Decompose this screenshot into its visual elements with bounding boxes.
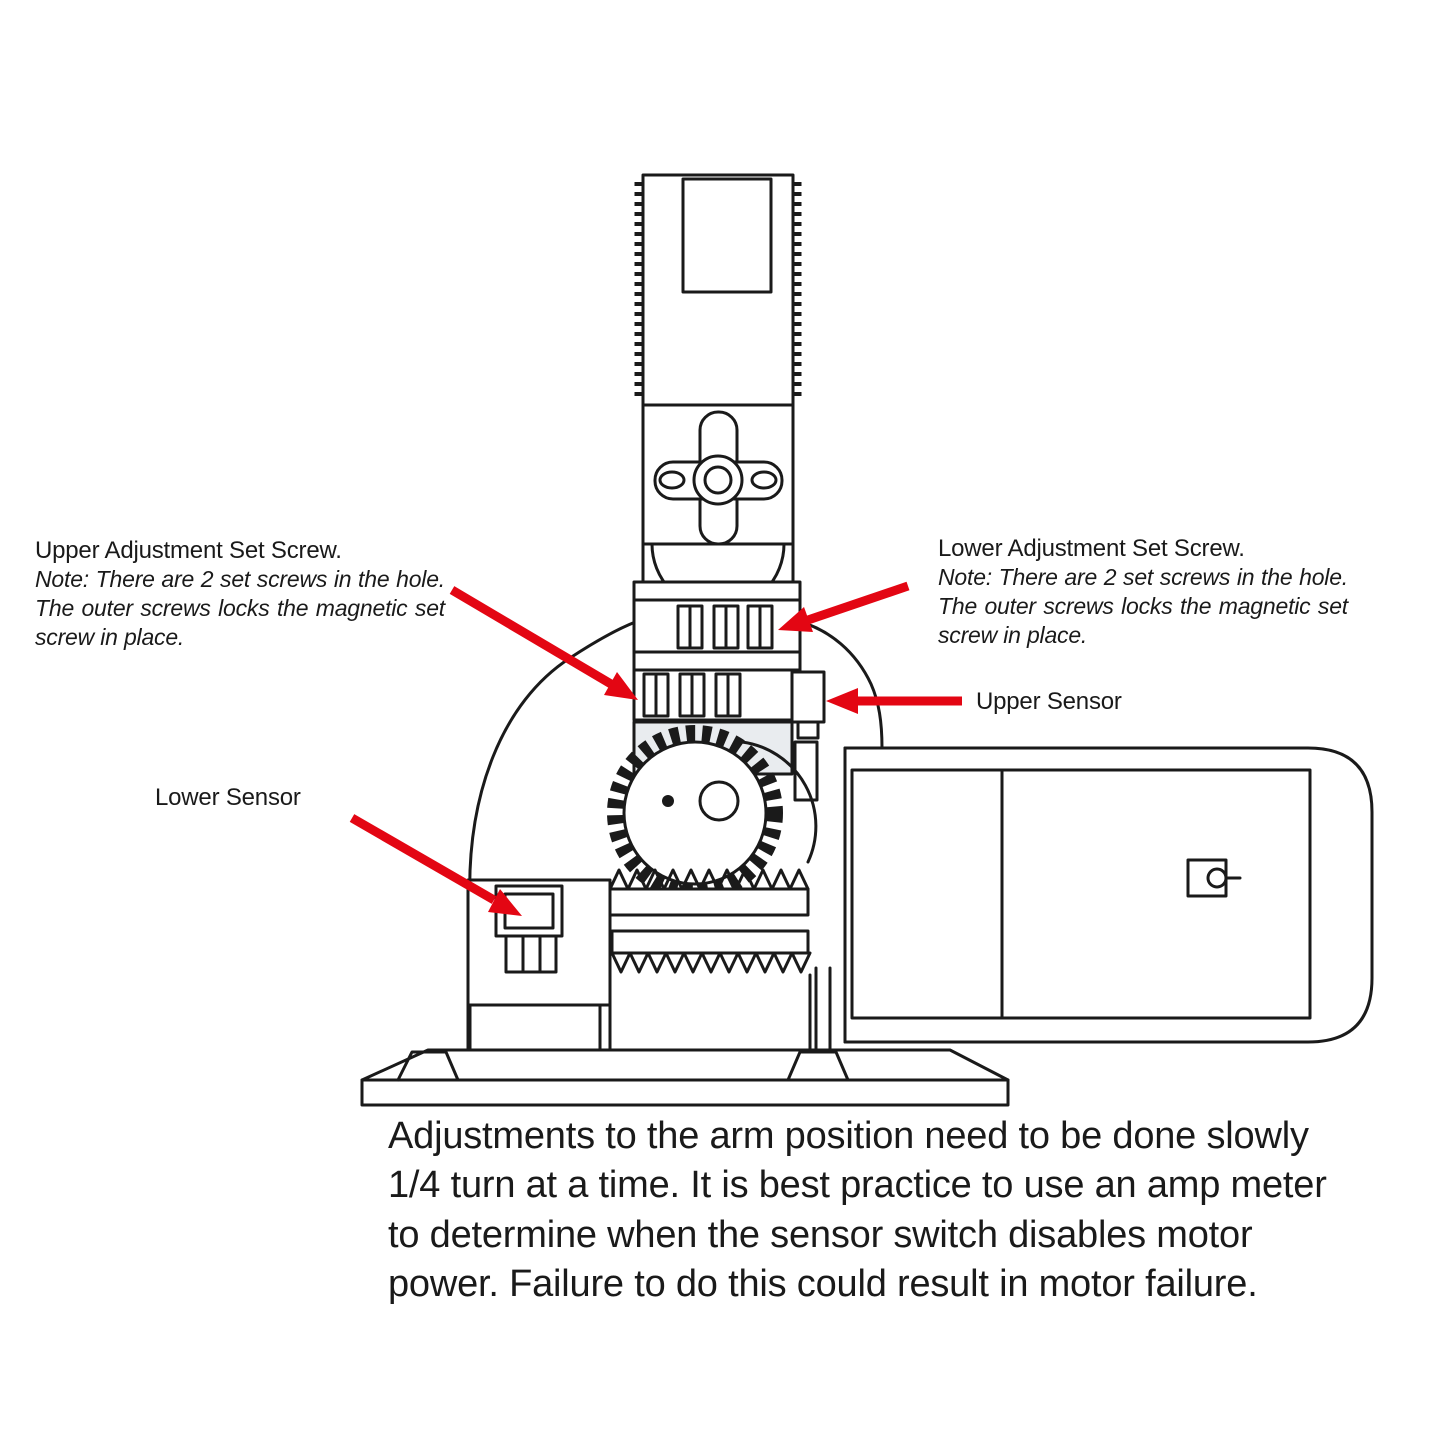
instruction-paragraph: Adjustments to the arm position need to … [388, 1115, 1327, 1306]
label-lower-sensor: Lower Sensor [155, 784, 301, 811]
label-upper-set-screw: Upper Adjustment Set Screw. Note: There … [35, 536, 445, 652]
arrow-lower-sensor [349, 814, 522, 916]
threaded-column [634, 173, 802, 584]
gear [607, 725, 818, 901]
upper-set-screw-title: Upper Adjustment Set Screw. [35, 537, 342, 564]
arrow-upper-sensor [826, 688, 962, 714]
lower-set-screw-title: Lower Adjustment Set Screw. [938, 535, 1245, 562]
upper-sensor-block [790, 670, 826, 802]
label-lower-set-screw: Lower Adjustment Set Screw. Note: There … [938, 534, 1348, 650]
lower-sensor-block [466, 878, 612, 1052]
lower-set-screw-note: Note: There are 2 set screws in the hole… [938, 564, 1348, 649]
motor [843, 746, 1374, 1044]
base-plate [360, 1048, 1010, 1107]
upper-set-screw-note: Note: There are 2 set screws in the hole… [35, 566, 445, 651]
label-upper-sensor: Upper Sensor [976, 688, 1122, 715]
machine-line-art [360, 173, 1374, 1107]
arrow-upper-set-screw [449, 586, 638, 700]
arrow-lower-set-screw [778, 581, 910, 632]
rack [598, 868, 812, 1052]
cross-handle [641, 410, 795, 612]
